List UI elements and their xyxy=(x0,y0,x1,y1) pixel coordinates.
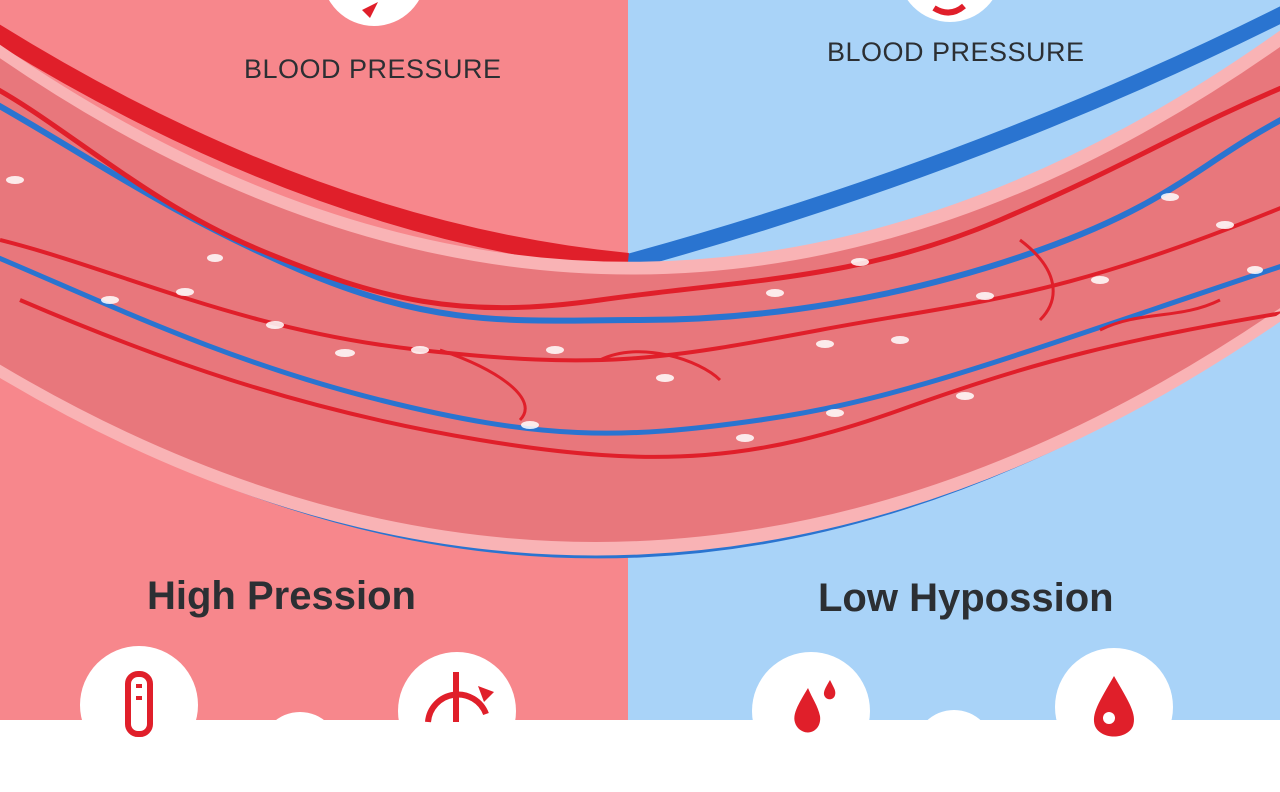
right-panel-title: BLOOD PRESSURE xyxy=(827,37,1085,67)
blood-drop-icon xyxy=(1055,648,1173,766)
top-right-partial-icon xyxy=(898,0,1002,22)
vessel-inner-wall-top xyxy=(0,30,1280,276)
partial-icon xyxy=(914,710,994,790)
right-panel-heading: Low Hypossion xyxy=(818,576,1114,620)
blood-vessel-illustration xyxy=(0,6,1280,559)
blood-drop-icon xyxy=(752,652,870,770)
artery-1 xyxy=(0,77,1280,311)
vessel-inner-wall-bottom xyxy=(0,304,1280,556)
artery-branches xyxy=(439,238,1221,422)
vessel-outer-wall-top-left xyxy=(0,24,629,271)
left-panel-heading: High Pression xyxy=(147,574,416,618)
vessel-outer-wall-top-right xyxy=(625,6,1280,270)
artery-3 xyxy=(19,298,1280,459)
blood-cells xyxy=(6,176,1263,442)
partial-icon xyxy=(260,712,340,792)
vein-2 xyxy=(0,247,1280,436)
artery-2 xyxy=(0,198,1280,363)
top-left-partial-icon xyxy=(322,0,426,26)
timer-icon xyxy=(398,652,516,770)
left-panel-title: BLOOD PRESSURE xyxy=(244,54,502,84)
gauge-icon xyxy=(80,646,198,764)
